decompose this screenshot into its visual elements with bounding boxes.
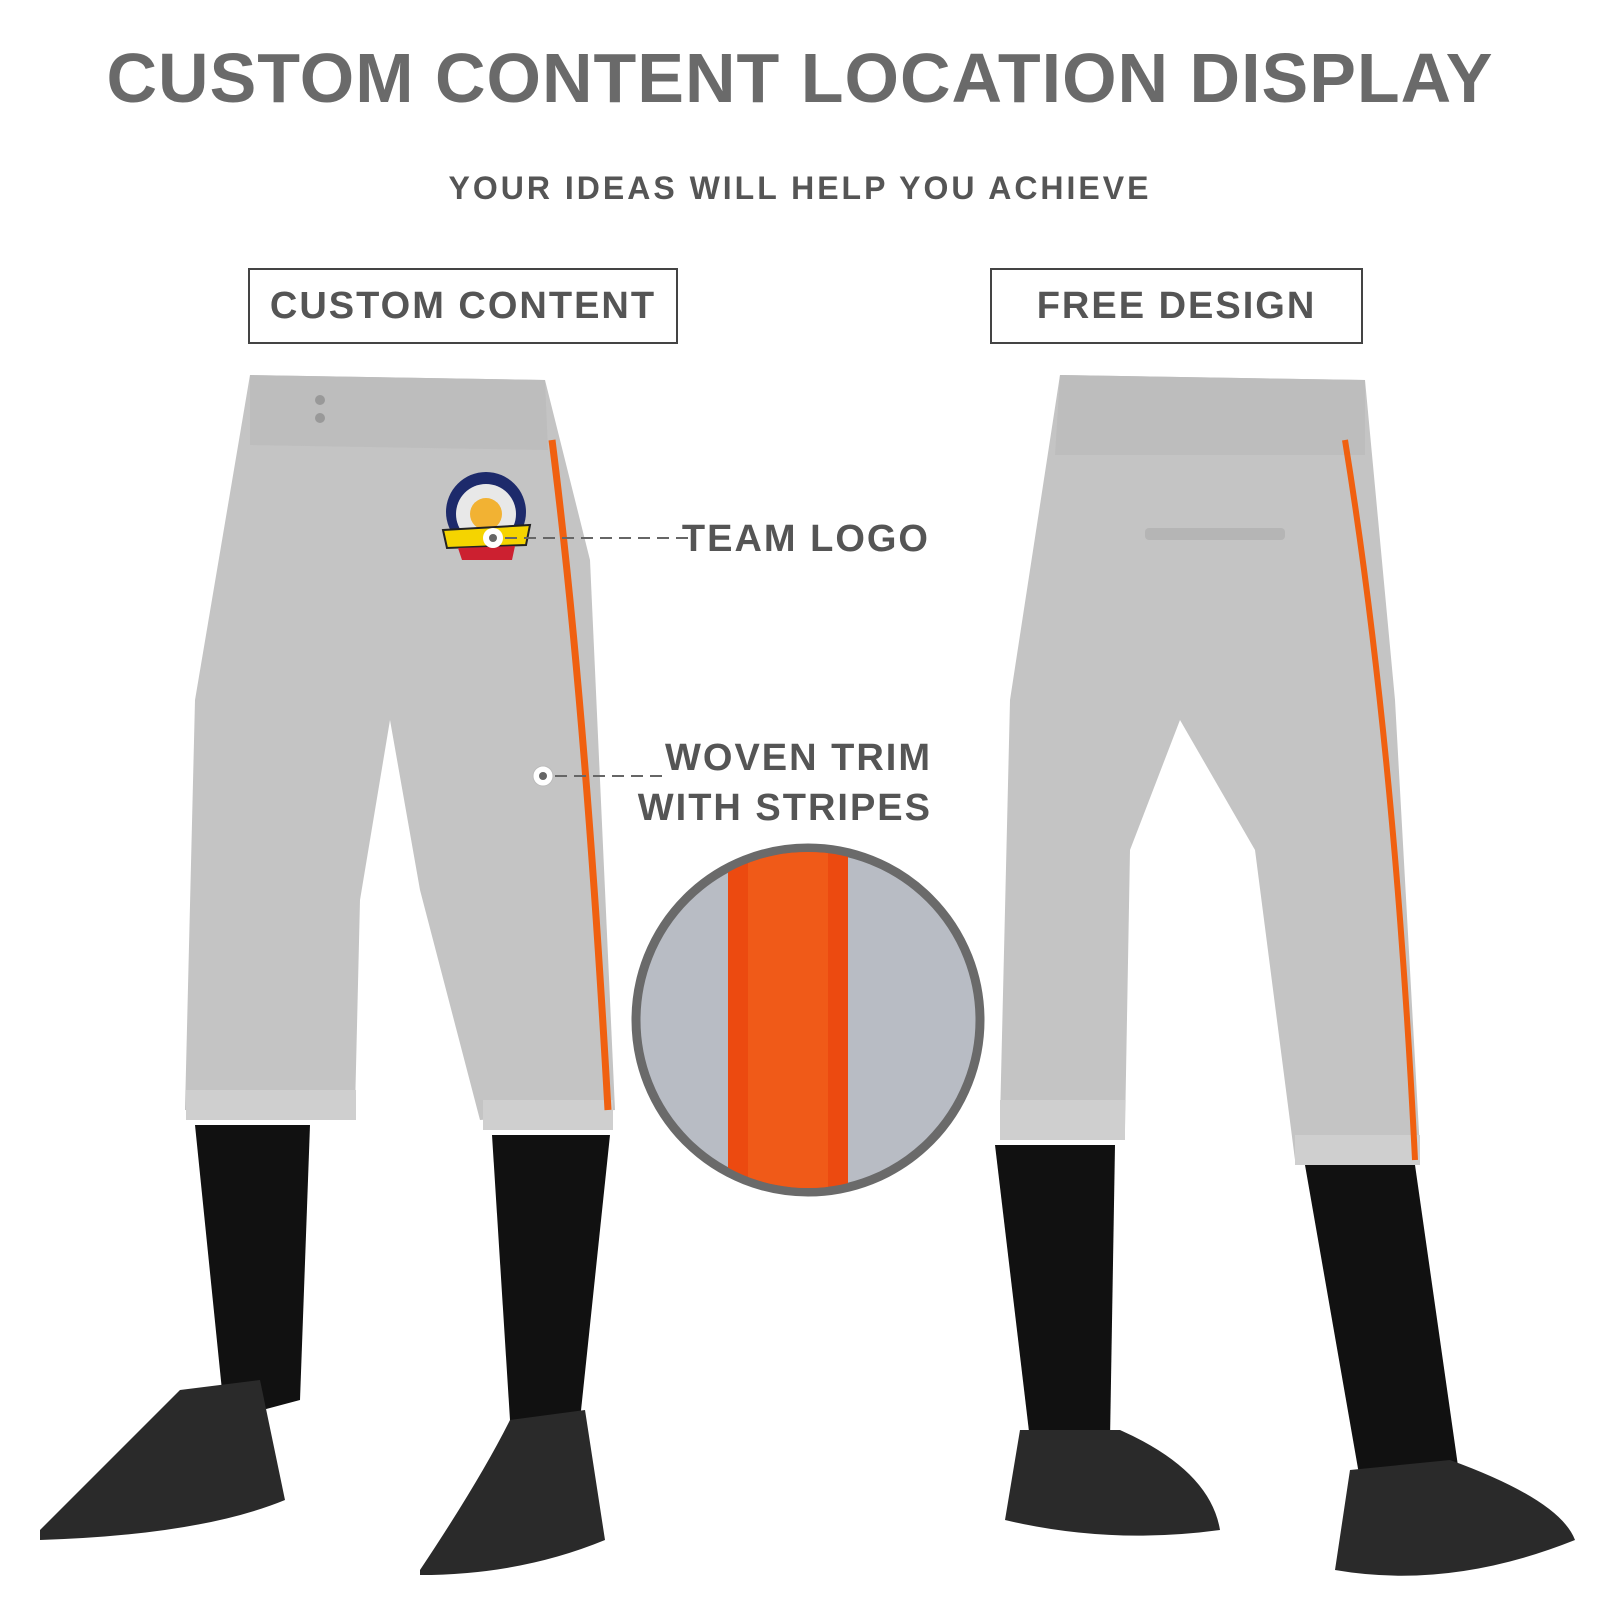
back-section-label: FREE DESIGN: [990, 268, 1363, 344]
woven-trim-detail-zoom: [631, 843, 985, 1197]
trim-callout-line2: WITH STRIPES: [637, 787, 932, 829]
trim-callout-line1: WOVEN TRIM: [665, 737, 932, 779]
back-pants: [995, 375, 1575, 1576]
front-pants: [40, 375, 615, 1575]
page-subtitle: YOUR IDEAS WILL HELP YOU ACHIEVE: [448, 170, 1152, 206]
team-logo-badge: [441, 472, 532, 560]
page-title: CUSTOM CONTENT LOCATION DISPLAY: [106, 39, 1494, 117]
team-logo-callout: TEAM LOGO: [681, 518, 930, 560]
back-label-text: FREE DESIGN: [1036, 284, 1317, 327]
front-label-text: CUSTOM CONTENT: [269, 284, 657, 327]
front-section-label: CUSTOM CONTENT: [248, 268, 678, 344]
